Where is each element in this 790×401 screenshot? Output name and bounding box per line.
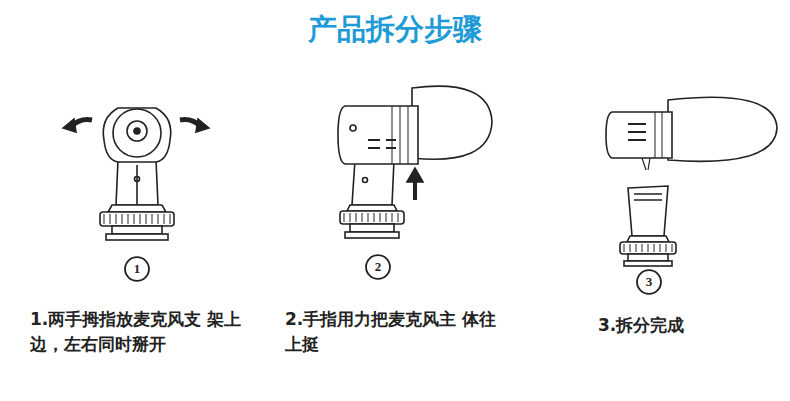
callout-circle: 3 [636, 269, 662, 295]
callout-number: 1 [134, 261, 141, 277]
mic-back-view [63, 108, 209, 240]
callout-circle: 1 [124, 256, 150, 282]
step-caption: 1.两手拇指放麦克风支 架上边，左右同时掰开 [30, 307, 245, 356]
callout-number: 2 [375, 259, 382, 275]
callout-circle: 2 [365, 254, 391, 280]
step-caption: 2.手指用力把麦克风主 体往上挺 [285, 307, 500, 356]
diagram-title: 产品拆分步骤 [308, 10, 482, 50]
mic-side-view [338, 86, 492, 238]
callout-number: 3 [646, 274, 653, 290]
step-caption: 3.拆分完成 [598, 313, 778, 338]
mic-separated [606, 97, 777, 266]
